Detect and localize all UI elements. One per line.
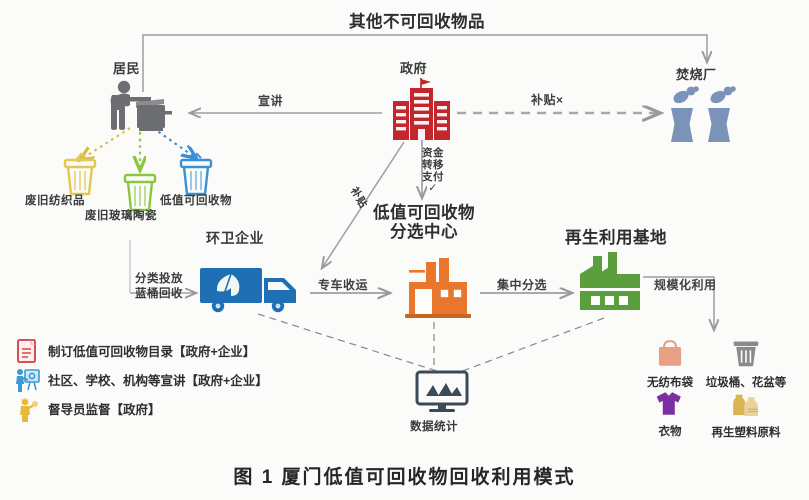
figure-caption: 图 1 厦门低值可回收物回收利用模式 [233, 467, 576, 488]
product-recycled-plastic: 再生塑料原料 [700, 390, 792, 440]
bin-label-low-value-recyclable: 低值可回收物 [160, 195, 232, 207]
node-label-recycling-base: 再生利用基地 [565, 229, 667, 247]
bin-icon-low-value-recyclable [175, 148, 217, 198]
flow-label-dedicated-transport: 专车收运 [318, 278, 369, 292]
recycling-factory-icon [575, 252, 645, 318]
flow-label-publicity: 宣讲 [258, 94, 284, 108]
node-label-resident: 居民 [113, 61, 141, 76]
product-label-recycled-plastic: 再生塑料原料 [711, 427, 781, 439]
legend-item-supervision: 督导员监督【政府】 [14, 394, 268, 423]
sorting-factory-icon [395, 256, 483, 322]
trash-can-icon [733, 341, 759, 367]
node-label-government: 政府 [400, 61, 428, 76]
collection-truck-icon [198, 262, 310, 316]
legend-item-catalog: 制订低值可回收物目录【政府+企业】 [14, 336, 268, 365]
node-label-sanitation-enterprise: 环卫企业 [206, 230, 264, 246]
node-label-data-statistics: 数据统计 [410, 421, 458, 433]
government-building-icon [385, 76, 459, 142]
product-nonwoven-bag: 无纺布袋 [641, 338, 699, 390]
resident-throwing-trash-icon [103, 78, 177, 132]
product-label-clothing: 衣物 [658, 426, 682, 438]
product-clothing: 衣物 [641, 390, 699, 439]
flow-label-subsidy-incinerator: 补贴× [531, 93, 564, 107]
legend-text-outreach: 社区、学校、机构等宣讲【政府+企业】 [48, 374, 268, 388]
flow-label-sorted-drop: 分类投放 蓝桶回收 [135, 273, 183, 300]
node-label-sorting-center: 低值可回收物 分选中心 [373, 204, 475, 242]
flow-label-scale-utilization: 规模化利用 [654, 278, 717, 292]
product-label-nonwoven-bag: 无纺布袋 [647, 377, 693, 389]
supervisor-person-icon [20, 397, 38, 422]
presenter-board-icon [16, 368, 40, 392]
flow-label-fund-transfer: 资金 转移 支付 ✓ [422, 147, 444, 195]
legend-item-outreach: 社区、学校、机构等宣讲【政府+企业】 [14, 365, 268, 394]
document-list-icon [17, 338, 36, 363]
flow-label-central-sorting: 集中分选 [497, 278, 548, 292]
top-flow-label: 其他不可回收物品 [349, 13, 485, 31]
legend-text-catalog: 制订低值可回收物目录【政府+企业】 [48, 345, 256, 359]
bin-label-glass-ceramic: 废旧玻璃陶瓷 [85, 210, 157, 222]
incinerator-smokestacks-icon [663, 84, 749, 146]
product-bins-pots: 垃圾桶、花盆等 [700, 338, 792, 390]
legend-text-supervision: 督导员监督【政府】 [48, 403, 161, 417]
legend: 制订低值可回收物目录【政府+企业】 社区、学校、机构等宣讲【政府+企业】 督导员… [14, 336, 268, 423]
product-label-bins-pots: 垃圾桶、花盆等 [705, 377, 787, 389]
bin-label-textile: 废旧纺织品 [25, 195, 85, 207]
tshirt-icon [656, 392, 681, 415]
bin-icon-textile [60, 148, 100, 196]
shopping-bag-icon [658, 340, 682, 366]
bin-icon-glass-ceramic [120, 163, 160, 213]
monitor-chart-icon [414, 370, 470, 414]
node-label-incinerator: 焚烧厂 [676, 67, 717, 82]
plastic-bottles-icon [733, 394, 758, 416]
